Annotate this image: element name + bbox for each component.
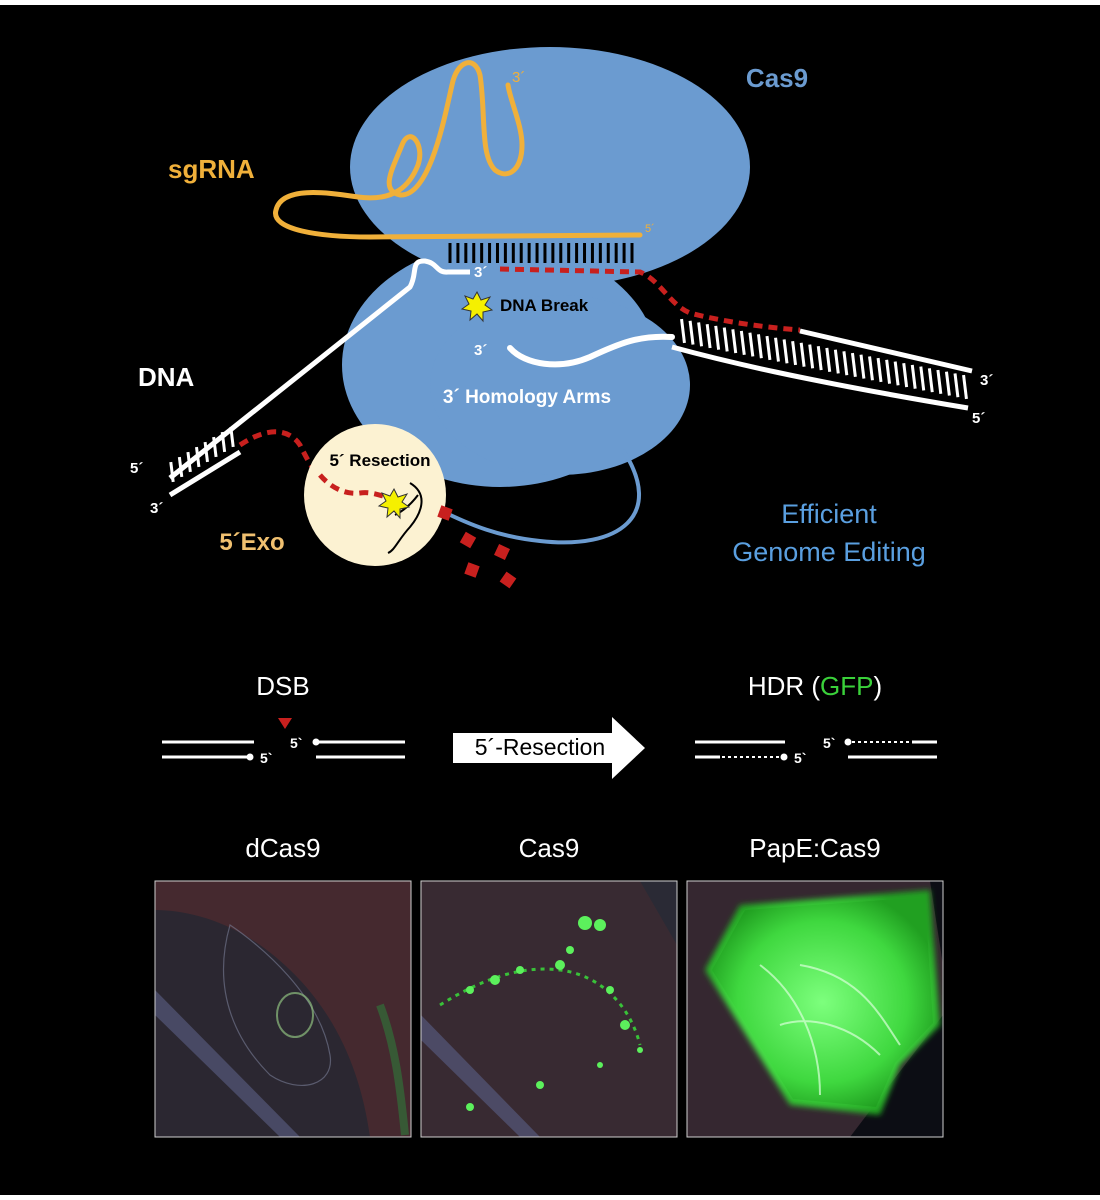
sgrna-3prime-label: 3´: [512, 69, 525, 86]
released-nucleotides: [437, 505, 517, 589]
base-pair-tick: [177, 456, 184, 478]
base-pair-tick: [868, 356, 874, 381]
genome-editing-label: Genome Editing: [732, 537, 926, 567]
resection-arrow-icon: [453, 717, 645, 779]
left-5prime-label: 5´: [130, 460, 143, 477]
panel-label-dcas9: dCas9: [245, 833, 320, 863]
resected-strand-top: [499, 266, 801, 333]
base-pair-tick: [680, 318, 686, 344]
base-pair-tick: [944, 371, 951, 396]
dsb-5prime-a: 5`: [260, 750, 272, 766]
base-pair-tick: [169, 461, 175, 483]
base-pair-tick: [722, 327, 729, 352]
dna-break-star-icon: [460, 290, 494, 323]
homology-arm-strand: [507, 333, 675, 368]
base-pair-tick: [782, 339, 789, 364]
base-pair-tick: [697, 322, 704, 347]
base-pair-tick: [212, 436, 218, 458]
base-pair-tick: [186, 451, 192, 473]
base-pair-tick: [842, 351, 849, 376]
hdr-5prime-b: 5`: [823, 735, 835, 751]
dna-strand-left-bottom: [168, 449, 242, 498]
dsb-schematic: [162, 718, 405, 761]
left-duplex-ticks: [169, 426, 235, 483]
base-pair-tick: [705, 323, 712, 349]
base-pair-tick: [220, 431, 227, 453]
dna-strand-right-bottom: [671, 344, 969, 411]
dna-strand-left-top: [168, 258, 470, 480]
base-pair-tick: [808, 344, 815, 369]
dna-strand-right-top: [799, 328, 973, 374]
base-pair-tick: [953, 373, 960, 398]
dsb-marker-icon: [278, 718, 292, 729]
base-pair-tick: [748, 332, 755, 357]
homology-arms-label: 3´ Homology Arms: [443, 387, 611, 408]
base-pair-tick: [910, 364, 917, 389]
base-pair-tick: [774, 337, 780, 362]
figure-canvas: Cas9 sgRNA 3´ 5´ DNA 3´ 3´ 3´ Homology A…: [0, 5, 1100, 1195]
left-3prime-label: 3´: [150, 500, 163, 517]
sgrna-label: sgRNA: [168, 154, 255, 184]
panel-label-cas9: Cas9: [519, 833, 580, 863]
base-pair-tick: [850, 352, 857, 378]
dsb-label: DSB: [256, 671, 309, 701]
figure-svg: Cas9 sgRNA 3´ 5´ DNA 3´ 3´ 3´ Homology A…: [130, 47, 993, 1138]
dsb-5prime-b: 5`: [290, 735, 302, 751]
cas9-protein: [342, 47, 750, 487]
right-3prime-label: 3´: [980, 372, 993, 389]
right-5prime-label: 5´: [972, 410, 985, 427]
sgrna-5prime-label: 5´: [645, 223, 655, 235]
base-pair-tick: [962, 374, 968, 400]
base-pair-tick: [799, 342, 806, 367]
base-pair-tick: [876, 357, 883, 383]
base-pair-tick: [203, 441, 209, 463]
dna-break-label: DNA Break: [500, 296, 589, 315]
linker-loop: [439, 448, 642, 545]
base-pair-tick: [902, 363, 909, 388]
microscopy-panel-cas9: [420, 880, 678, 1138]
base-pair-tick: [229, 426, 235, 448]
base-pair-tick: [833, 349, 840, 374]
hdr-5prime-a: 5`: [794, 750, 806, 766]
dna-label: DNA: [138, 362, 195, 392]
base-pair-tick: [688, 320, 695, 345]
cas9-label: Cas9: [746, 63, 808, 93]
base-pair-tick: [791, 340, 798, 366]
base-pair-tick: [885, 359, 892, 384]
base-pair-tick: [195, 446, 201, 468]
base-pair-tick: [765, 335, 772, 361]
panel-label-pape-cas9: PapE:Cas9: [749, 833, 881, 863]
hdr-schematic: [695, 738, 937, 761]
exo-resected-strand: [318, 473, 396, 503]
base-pair-tick: [919, 366, 926, 391]
sgrna-strand: [273, 60, 643, 240]
sgrna-pairing-ticks: [448, 243, 634, 263]
base-pair-tick: [927, 368, 934, 393]
resection-arrow-label: 5´-Resection: [475, 734, 605, 760]
right-duplex-ticks: [680, 318, 968, 400]
base-pair-tick: [825, 347, 832, 372]
base-pair-tick: [893, 361, 900, 386]
exo-cut-star-icon: [377, 487, 411, 520]
base-pair-tick: [731, 329, 738, 354]
base-pair-tick: [739, 330, 746, 355]
efficient-label: Efficient: [781, 499, 877, 529]
resection-label: 5´ Resection: [329, 451, 430, 470]
base-pair-tick: [859, 354, 866, 379]
three-prime-mid-label: 3´: [474, 342, 487, 359]
base-pair-tick: [816, 346, 823, 371]
base-pair-tick: [936, 369, 943, 395]
three-prime-top-label: 3´: [474, 264, 487, 281]
hdr-label: HDR (GFP): [748, 671, 882, 701]
microscopy-panel-pape-cas9: [686, 880, 944, 1138]
base-pair-tick: [756, 334, 763, 359]
microscopy-panel-dcas9: [154, 880, 412, 1138]
base-pair-tick: [714, 325, 721, 350]
exo-label: 5´Exo: [219, 529, 284, 556]
